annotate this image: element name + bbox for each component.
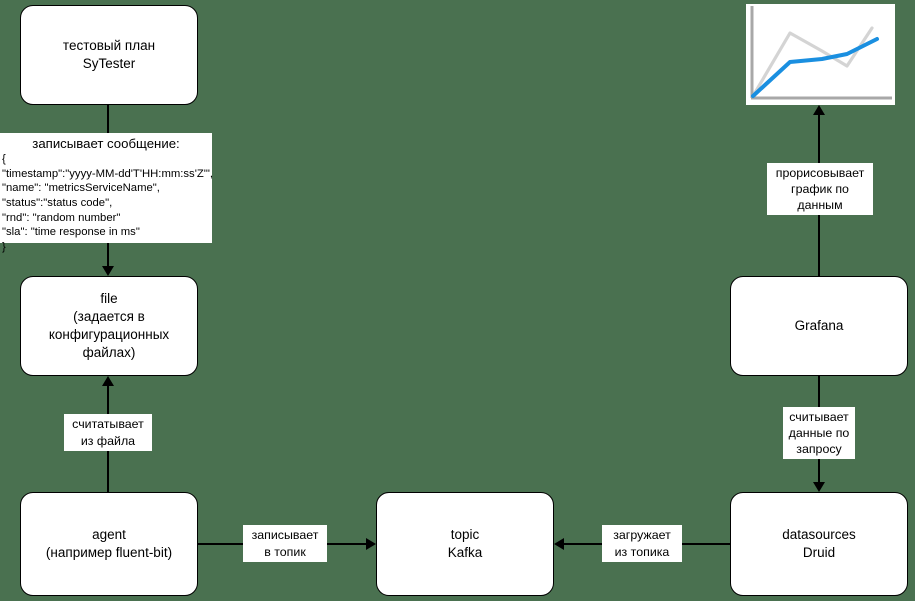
edge-label-draw-chart-line2: график по (791, 181, 849, 196)
edge-label-write-topic-line1: записывает (251, 528, 319, 543)
edge-label-write-topic-line2: в топик (264, 544, 306, 559)
note-message-payload: записывает сообщение: { "timestamp":"yyy… (0, 133, 213, 253)
node-file[interactable]: file (задается в конфигурационных файлах… (20, 276, 198, 376)
chart-plot-background (746, 4, 895, 105)
node-topic-line2: Kafka (447, 545, 483, 560)
edge-label-load-topic: загружает из топика (602, 525, 682, 562)
node-test-plan-line2: SyTester (82, 56, 136, 71)
chart-thumbnail (746, 4, 895, 105)
edge-label-read-query: считывает данные по запросу (783, 407, 855, 459)
arrowhead-grafana-to-chart (813, 105, 825, 115)
arrowhead-agent-to-topic (366, 538, 376, 550)
node-grafana-line1: Grafana (794, 318, 844, 334)
arrowhead-grafana-to-datasources (813, 482, 825, 492)
arrowhead-datasources-to-topic (554, 538, 564, 550)
edge-label-draw-chart: прорисовывает график по данным (767, 163, 873, 215)
edge-label-read-file-line2: из файла (80, 433, 136, 448)
edge-label-write-topic: записывает в топик (243, 525, 327, 562)
edge-label-load-topic-line1: загружает (613, 528, 671, 543)
node-file-line1: file (100, 291, 118, 307)
edge-label-read-file-line1: считатывает (72, 417, 144, 432)
node-agent-line1: agent (92, 527, 126, 543)
arrowhead-testplan-to-file (102, 266, 114, 276)
node-topic-line1: topic (450, 527, 480, 543)
node-datasources-line1: datasources (782, 527, 856, 543)
node-file-line2: (задается в (73, 309, 145, 325)
node-topic-kafka[interactable]: topic Kafka (376, 492, 554, 596)
chart-svg (746, 4, 895, 105)
node-agent-line2: (например fluent-bit) (45, 545, 173, 560)
chart-line-secondary (751, 26, 874, 98)
node-agent[interactable]: agent (например fluent-bit) (20, 492, 198, 596)
node-file-line4: файлах) (82, 344, 136, 360)
node-datasources-line2: Druid (802, 545, 836, 560)
note-body: { "timestamp":"yyyy-MM-dd'T'HH:mm:ss'Z'"… (2, 153, 214, 253)
node-grafana[interactable]: Grafana (730, 276, 908, 376)
arrowhead-agent-to-file (102, 376, 114, 386)
node-file-line3: конфигурационных (48, 327, 170, 342)
edge-label-draw-chart-line1: прорисовывает (775, 165, 865, 180)
edge-label-read-query-line2: данные по (788, 425, 850, 440)
note-title: записывает сообщение: (32, 136, 180, 151)
node-test-plan-line1: тестовый план (62, 38, 156, 54)
edge-label-draw-chart-line3: данным (797, 198, 843, 213)
edge-label-read-query-line1: считывает (789, 409, 849, 424)
edge-label-read-file: считатывает из файла (64, 414, 152, 451)
node-test-plan[interactable]: тестовый план SyTester (20, 5, 198, 105)
chart-line-primary (751, 37, 879, 98)
edge-label-read-query-line3: запросу (796, 442, 842, 457)
node-datasources-druid[interactable]: datasources Druid (730, 492, 908, 596)
edge-label-load-topic-line2: из топика (614, 544, 670, 559)
